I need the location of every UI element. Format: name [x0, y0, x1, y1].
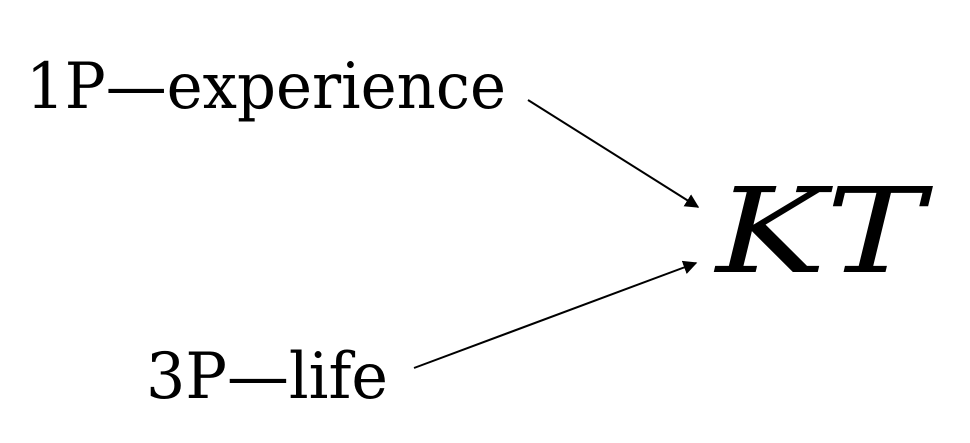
node-3p-life: 3P—life — [146, 340, 388, 414]
arrow-3p-to-kt — [413, 260, 698, 369]
node-kt: KT — [714, 162, 934, 300]
arrow-1p-to-kt — [527, 99, 700, 208]
node-1p-experience: 1P—experience — [26, 50, 506, 124]
